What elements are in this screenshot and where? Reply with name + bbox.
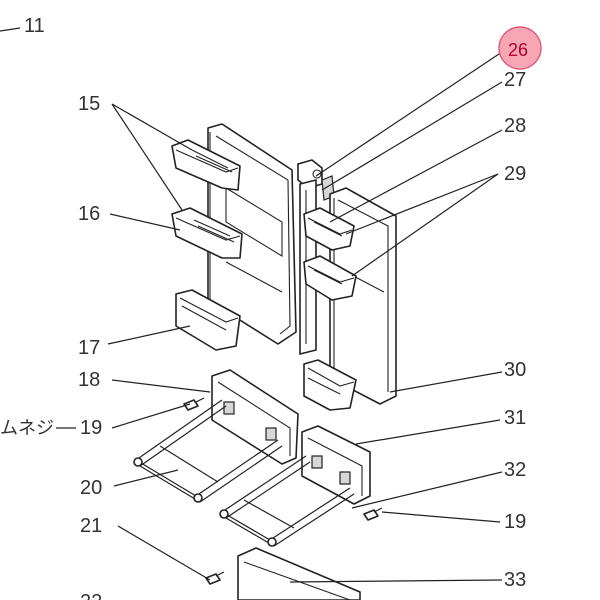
screw-annotation: ムネジ [0,418,54,439]
callout-16: 16 [78,203,100,225]
screw-19-right [363,507,383,521]
callout-27: 27 [504,69,526,91]
drawer-front-right [301,425,371,505]
screw-19-left [183,397,205,411]
lower-drawer-front [237,547,361,600]
callout-31: 31 [504,407,526,429]
callout-19-right: 19 [504,511,526,533]
callout-29: 29 [504,163,526,185]
screw-21 [205,571,225,585]
callout-21: 21 [80,515,102,537]
callout-33: 33 [504,569,526,591]
highlight-circle-26 [498,26,542,70]
callout-32: 32 [504,459,526,481]
drawer-front-left [211,369,299,465]
callout-18: 18 [78,369,100,391]
leader-lines [0,27,503,583]
right-pocket-upper [303,207,355,251]
callout-28: 28 [504,115,526,137]
callout-26: 26 [508,40,528,60]
door-pocket-lower [175,289,241,351]
callout-15: 15 [78,93,100,115]
callout-17: 17 [78,337,100,359]
callout-30: 30 [504,359,526,381]
drawer-rail-right [219,455,355,547]
drawer-rail-left [133,399,283,503]
right-pocket-middle [303,255,357,301]
door-pocket-upper [171,139,241,191]
callout-11: 11 [24,15,45,37]
door-pocket-middle [171,207,243,259]
callout-22: 22 [80,591,102,600]
right-pocket-lower [303,359,357,411]
callout-20: 20 [80,477,102,499]
callout-19-left: 19 [80,417,102,439]
